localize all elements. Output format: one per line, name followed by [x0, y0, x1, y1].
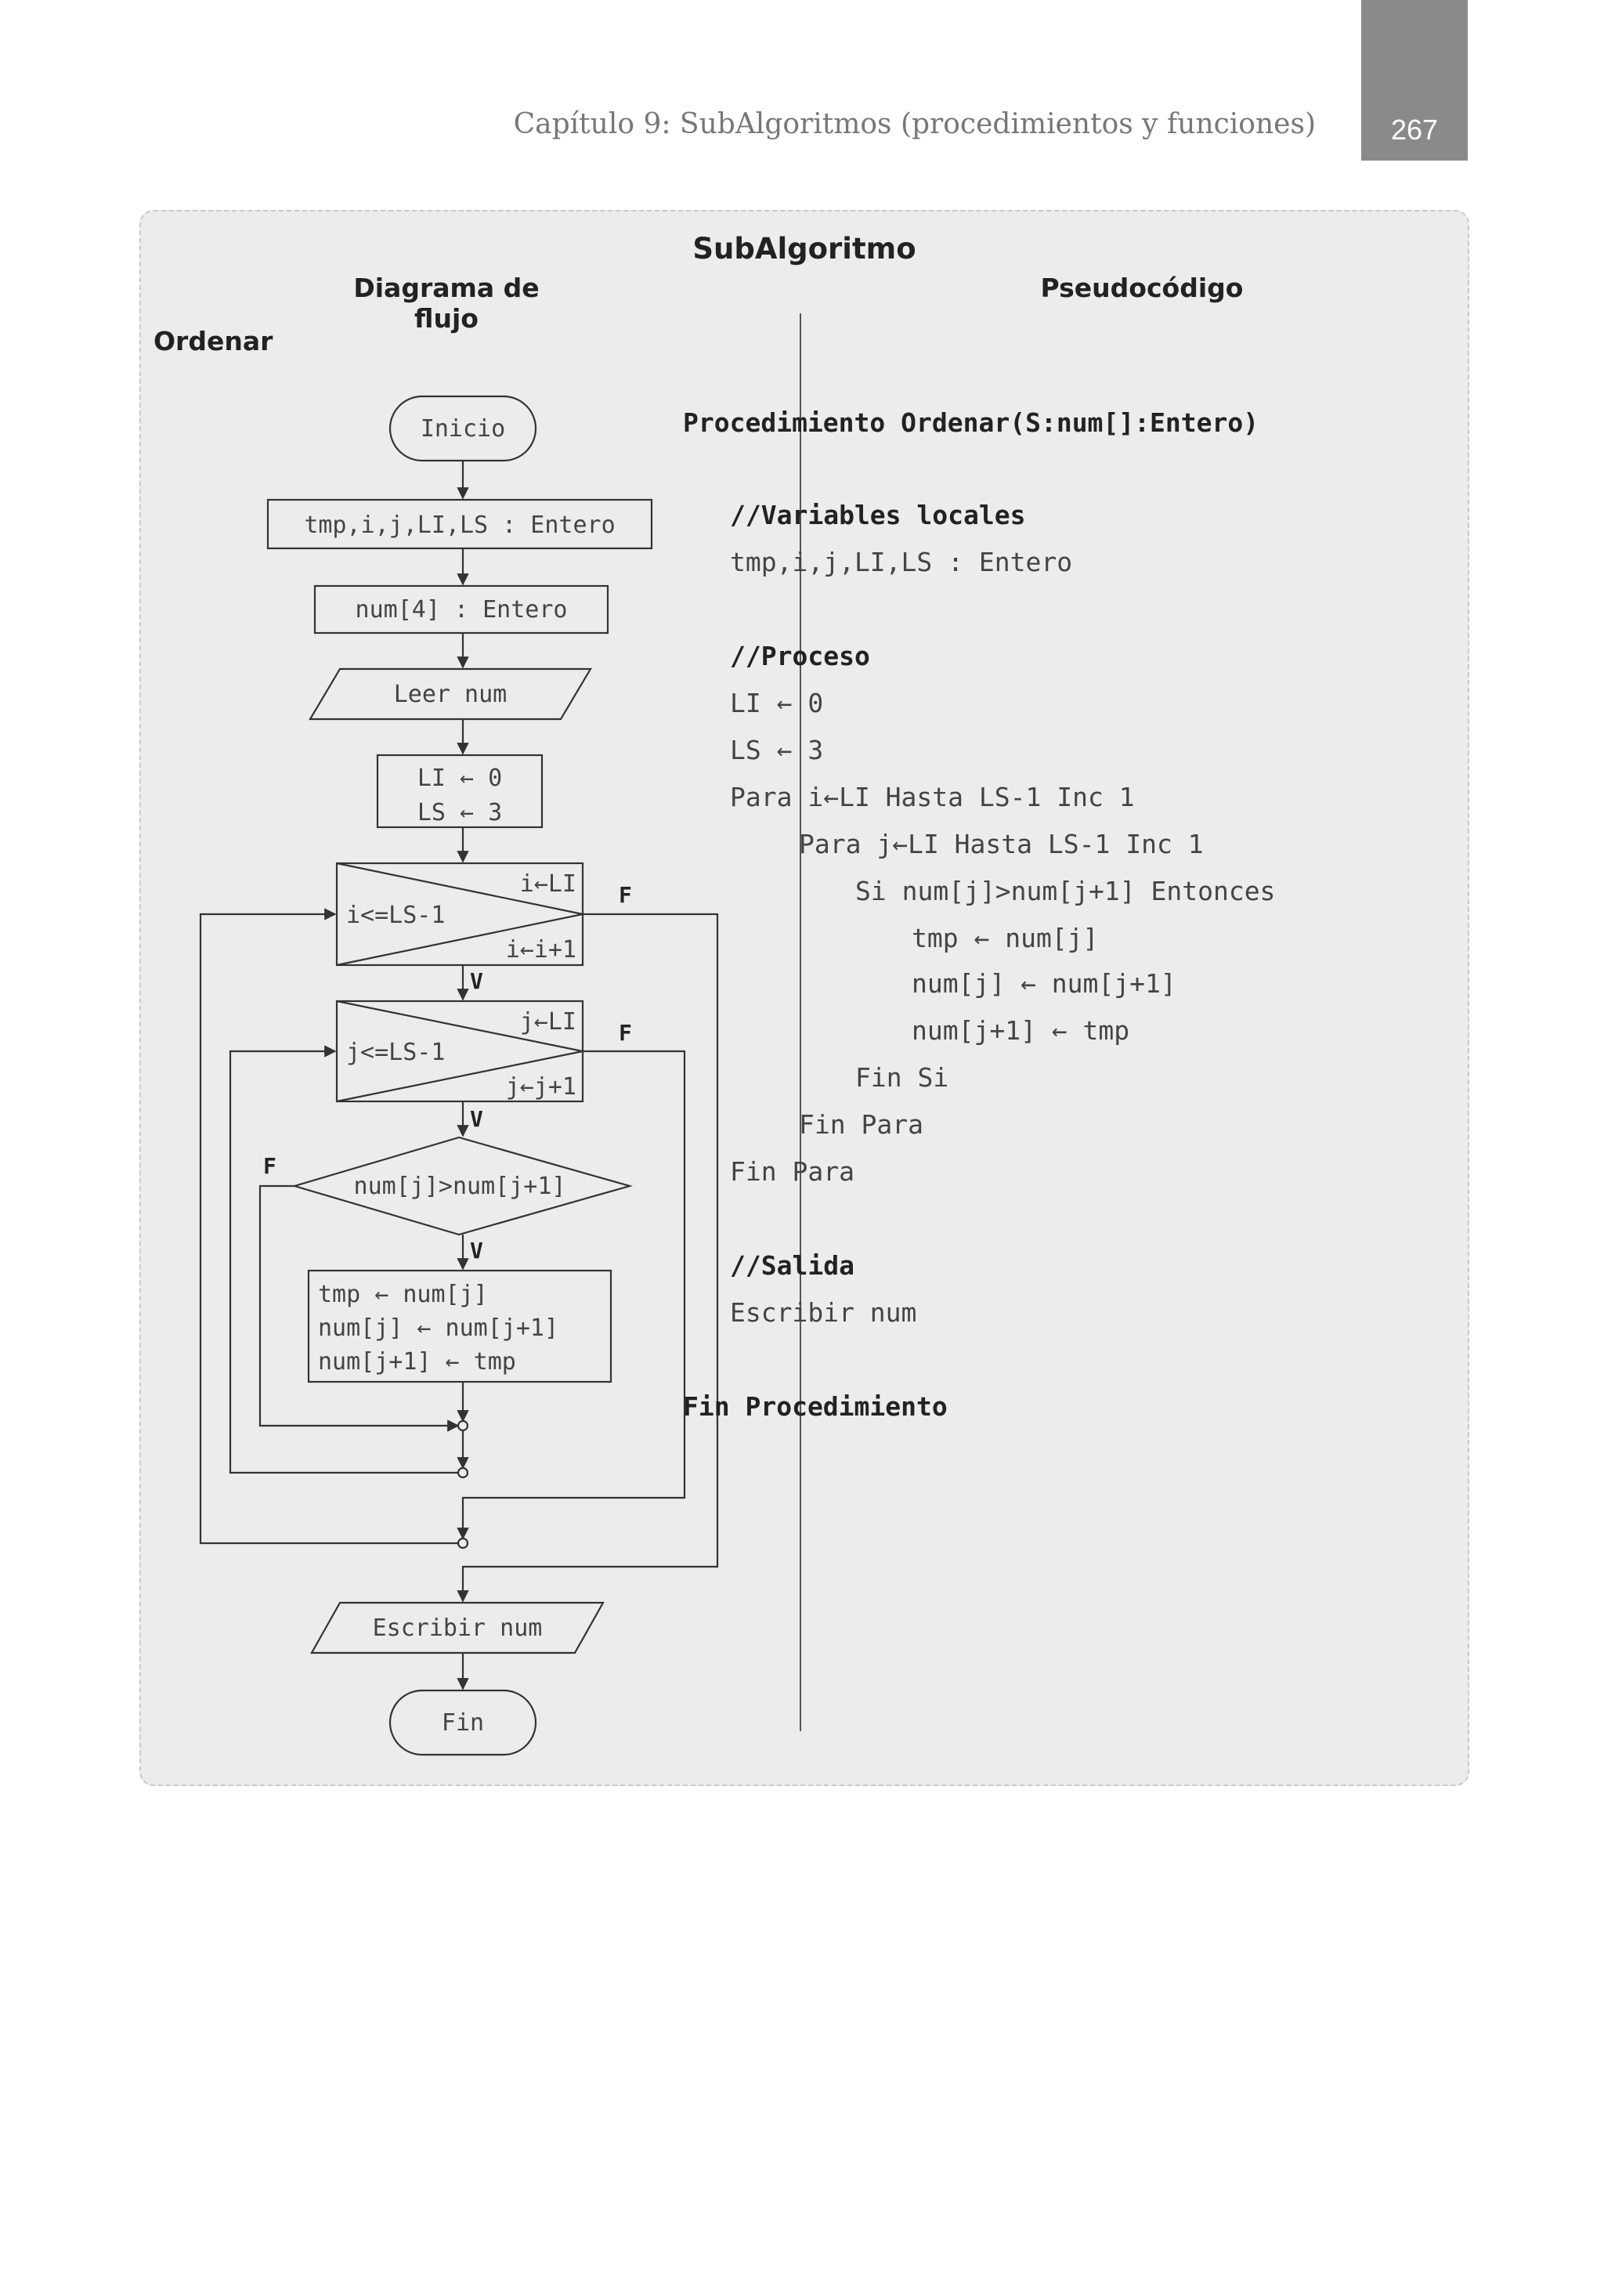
outer-loop-cond: i<=LS-1: [346, 902, 445, 929]
flowchart-heading: Diagrama de flujo: [353, 273, 540, 334]
decision-true-flag: V: [470, 1238, 483, 1264]
code-line: Fin Si: [855, 1062, 949, 1093]
code-line: Fin Para: [799, 1109, 923, 1140]
inner-false-flag: F: [619, 1020, 632, 1046]
input-parallelogram: [309, 667, 592, 721]
outer-loop-init: i←LI: [520, 870, 576, 898]
page-number: 267: [1390, 114, 1439, 146]
code-line: num[j+1] ← tmp: [912, 1015, 1130, 1046]
code-line: tmp,i,j,LI,LS : Entero: [730, 547, 1073, 577]
input-label: Leer num: [394, 681, 508, 708]
outer-true-flag: V: [470, 968, 483, 994]
assign-box: [376, 754, 544, 829]
code-line: Si num[j]>num[j+1] Entonces: [855, 876, 1276, 906]
swap-line-1: tmp ← num[j]: [318, 1281, 488, 1308]
subalgorithm-panel: SubAlgoritmo Diagrama de flujo Pseudocód…: [139, 210, 1469, 1786]
decision-false-flag: F: [263, 1153, 276, 1179]
code-line: Para j←LI Hasta LS-1 Inc 1: [799, 829, 1204, 859]
code-line: //Variables locales: [730, 500, 1026, 530]
code-line: //Salida: [730, 1250, 854, 1281]
output-label: Escribir num: [373, 1614, 543, 1642]
outer-false-flag: F: [619, 882, 632, 908]
page-number-tab: 267: [1361, 0, 1468, 161]
end-terminal: [388, 1689, 537, 1756]
panel-title: SubAlgoritmo: [692, 232, 916, 266]
flowchart: Inicio tmp,i,j,LI,LS : Entero num[4] : E…: [199, 395, 719, 1756]
code-line: Fin Para: [730, 1156, 854, 1187]
code-line: Procedimiento Ordenar(S:num[]:Entero): [683, 407, 1259, 438]
declare-array-box: [313, 584, 609, 635]
chapter-header: Capítulo 9: SubAlgoritmos (procedimiento…: [513, 108, 1316, 140]
inner-true-flag: V: [470, 1106, 483, 1132]
declare-vars-label: tmp,i,j,LI,LS : Entero: [304, 512, 615, 539]
end-label: Fin: [442, 1709, 484, 1737]
decision-diamond: [291, 1136, 634, 1236]
output-parallelogram: [310, 1601, 605, 1654]
column-divider: [800, 313, 801, 1731]
code-line: num[j] ← num[j+1]: [912, 968, 1176, 999]
inner-loop-cond: j<=LS-1: [346, 1039, 445, 1066]
code-line: Para i←LI Hasta LS-1 Inc 1: [730, 782, 1135, 812]
declare-vars-box: [266, 498, 653, 550]
outer-loop-shape: [335, 862, 584, 967]
code-line: Escribir num: [730, 1297, 917, 1328]
code-line: Fin Procedimiento: [683, 1391, 948, 1422]
assign-ls-label: LS ← 3: [417, 799, 502, 826]
code-line: tmp ← num[j]: [912, 923, 1099, 953]
pseudocode-heading: Pseudocódigo: [1040, 273, 1244, 303]
inner-loop-init: j←LI: [520, 1008, 576, 1036]
start-label: Inicio: [421, 415, 505, 443]
declare-array-label: num[4] : Entero: [356, 596, 568, 624]
decision-label: num[j]>num[j+1]: [354, 1173, 566, 1200]
swap-box: [307, 1269, 612, 1383]
code-line: LS ← 3: [730, 735, 824, 765]
outer-loop-step: i←i+1: [506, 936, 576, 964]
inner-loop-step: j←j+1: [506, 1073, 576, 1101]
swap-line-3: num[j+1] ← tmp: [318, 1348, 516, 1376]
code-line: //Proceso: [730, 641, 870, 671]
assign-li-label: LI ← 0: [417, 765, 502, 792]
swap-line-2: num[j] ← num[j+1]: [318, 1314, 558, 1342]
code-line: LI ← 0: [730, 688, 824, 718]
subalgorithm-name: Ordenar: [154, 326, 273, 356]
